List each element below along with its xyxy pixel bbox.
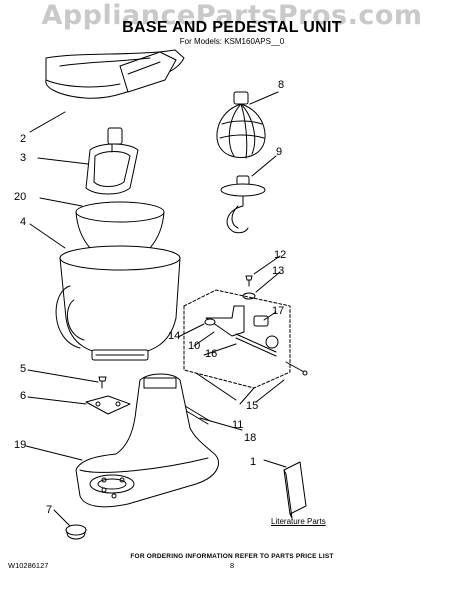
part-pedestal-base <box>75 373 220 508</box>
model-subtitle: For Models: KSM160APS__0 <box>179 37 285 46</box>
part-flat-beater <box>85 127 139 195</box>
diagram-title: BASE AND PEDESTAL UNIT <box>122 19 342 36</box>
leader-lines <box>25 91 287 527</box>
part-wire-whip <box>216 91 266 159</box>
part-plate-screw <box>85 376 131 415</box>
part-bowl-assembly <box>55 201 181 361</box>
callout-16: 16 <box>205 348 218 360</box>
ordering-info-footer: FOR ORDERING INFORMATION REFER TO PARTS … <box>130 553 334 560</box>
document-number: W10286127 <box>8 561 49 570</box>
callout-12: 12 <box>274 249 287 261</box>
callout-18: 18 <box>244 432 257 444</box>
callout-8: 8 <box>278 79 285 91</box>
callout-10: 10 <box>188 340 201 352</box>
part-dough-hook <box>220 175 266 234</box>
callout-15: 15 <box>246 400 259 412</box>
callout-20: 20 <box>14 191 27 203</box>
callout-3: 3 <box>20 152 27 164</box>
part-literature <box>283 461 307 519</box>
part-hinge-kit <box>183 289 308 389</box>
callout-1: 1 <box>250 456 257 468</box>
callout-5: 5 <box>20 363 27 375</box>
page-number: 8 <box>230 561 235 570</box>
callout-14: 14 <box>168 330 181 342</box>
callout-bracket <box>195 372 255 405</box>
literature-parts-label: Literature Parts <box>271 517 326 526</box>
callout-11: 11 <box>232 419 244 431</box>
callout-2: 2 <box>20 133 27 145</box>
callout-17: 17 <box>272 305 285 317</box>
callout-7: 7 <box>46 504 53 516</box>
part-screw-washer <box>242 275 256 300</box>
part-foot <box>65 524 87 540</box>
part-pouring-shield <box>45 49 185 99</box>
callout-6: 6 <box>20 390 27 402</box>
callout-4: 4 <box>20 216 27 228</box>
callout-19: 19 <box>14 439 27 451</box>
watermark-text: AppliancePartsPros.com <box>41 0 423 31</box>
callout-9: 9 <box>276 146 283 158</box>
callout-13: 13 <box>272 265 285 277</box>
